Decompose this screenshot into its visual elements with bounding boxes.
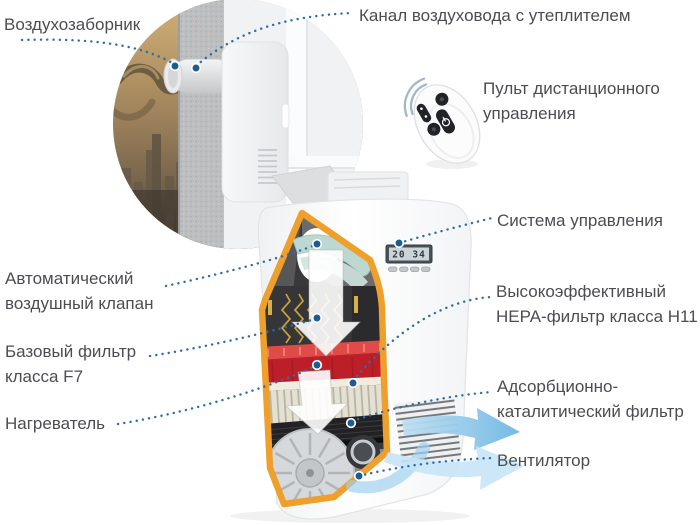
breather-cutaway-unit: 20 34 [257,198,472,520]
dot-basic-filter [311,312,323,324]
dot-control-system [393,237,405,249]
leader-lines [20,11,494,478]
airflow-out-arrows [346,408,524,494]
label-hepa-line1: Высокоэффективный [496,282,666,301]
window-sill [272,156,363,168]
control-panel-display: 20 34 [385,244,433,272]
leader-air-intake [20,38,176,66]
label-air-duct: Канал воздуховода с утеплителем [359,6,631,25]
label-air-valve-line2: воздушный клапан [5,294,154,313]
label-adsorption-filter: Адсорбционно- каталитический фильтр [497,374,684,424]
dot-air-valve [311,238,323,250]
label-remote: Пульт дистанционного управления [483,76,660,126]
label-basic-filter-line2: класса F7 [5,367,84,386]
display-digits: 20 34 [392,250,426,261]
label-remote-line1: Пульт дистанционного [483,79,660,98]
dot-air-duct [190,62,202,74]
panel-buttons [388,266,431,272]
leader-basic-filter [148,317,317,358]
label-control-system: Система управления [497,211,663,230]
label-air-valve-line1: Автоматический [5,269,134,288]
dot-fan [353,470,365,482]
dot-hepa-filter [347,377,359,389]
label-air-valve: Автоматический воздушный клапан [5,266,153,316]
dot-air-intake [169,60,181,72]
label-basic-filter: Базовый фильтр класса F7 [5,339,136,389]
airflow-down-arrows [284,249,362,435]
dot-adsorption-filter [345,417,357,429]
label-remote-line2: управления [483,104,576,123]
side-latch [281,103,290,129]
label-adsorption-line2: каталитический фильтр [497,402,684,421]
label-basic-filter-line1: Базовый фильтр [5,342,137,361]
leader-air-duct [194,11,354,68]
leader-heater [116,364,317,426]
breather-side-view [221,41,290,203]
label-hepa-line2: HEPA-фильтр класса H11 [496,307,698,326]
concrete-wall [178,0,224,249]
leader-adsorption-filter [350,390,493,423]
label-hepa-filter: Высокоэффективный HEPA-фильтр класса H11 [496,279,698,329]
callout-dots [169,60,405,482]
dot-heater [311,359,323,371]
side-vent-grille [258,149,277,184]
label-heater: Нагреватель [5,414,106,433]
label-fan: Вентилятор [497,451,591,470]
label-adsorption-line1: Адсорбционно- [497,377,619,396]
remote-control-illustration [403,77,481,169]
cutaway-orange-frame [258,209,391,508]
label-air-intake: Воздухозаборник [4,15,141,34]
